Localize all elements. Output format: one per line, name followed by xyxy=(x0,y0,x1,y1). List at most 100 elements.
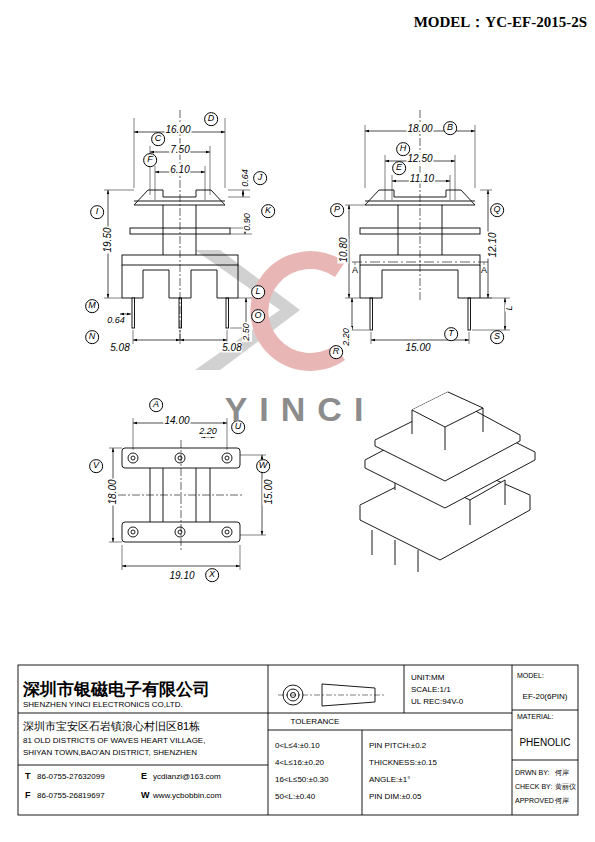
title-block-text: PIN PITCH:±0.2 xyxy=(368,742,427,751)
callout-letter: X xyxy=(205,568,219,582)
title-block-text: W xyxy=(140,791,151,801)
callout-letter: K xyxy=(261,204,275,218)
dimension-value: L xyxy=(505,304,515,311)
pin-hole xyxy=(128,527,138,537)
callout-letter: T xyxy=(444,327,458,341)
extension-line xyxy=(230,234,252,235)
extension-line xyxy=(109,542,122,543)
model-number: MODEL：YC-EF-2015-2S xyxy=(413,14,588,31)
title-block-text: 4<L≤16:±0.20 xyxy=(274,759,325,768)
dimension-value: 0.90 xyxy=(243,212,253,232)
watermark-logo xyxy=(195,250,345,371)
title-block-text: 深圳市银磁电子有限公司 xyxy=(22,681,211,700)
title-block-text: F xyxy=(24,791,32,801)
pin-holes xyxy=(128,453,232,537)
title-block-text: T xyxy=(24,772,32,782)
callout-letter: B xyxy=(443,121,457,135)
dimension-lines xyxy=(104,118,510,570)
extension-line xyxy=(228,197,250,198)
extension-line xyxy=(469,332,470,344)
callout-letter: S xyxy=(490,330,504,344)
dimension-value: 19.50 xyxy=(102,226,113,253)
title-block-text: PIN DIM:±0.05 xyxy=(368,793,422,802)
dimension-value: 2.20 xyxy=(198,427,218,437)
title-block-text: A xyxy=(480,266,488,276)
extension-line xyxy=(228,190,250,191)
bottom-view xyxy=(118,440,244,550)
pin-section xyxy=(225,456,229,460)
dimension-value: 5.08 xyxy=(109,342,130,353)
dimension-value: 19.10 xyxy=(168,570,195,581)
title-block-text: www.ycbobbin.com xyxy=(152,792,222,801)
dimension-value: 16.00 xyxy=(164,124,191,135)
pin-hole xyxy=(128,453,138,463)
front-view xyxy=(122,110,238,340)
callout-letter: P xyxy=(330,203,344,217)
dimension-value: 0.64 xyxy=(241,168,251,188)
dimension-value: 18.00 xyxy=(107,478,118,505)
pin-section xyxy=(178,456,182,460)
callout-letter: E xyxy=(392,161,406,175)
title-block xyxy=(18,665,578,815)
extension-line xyxy=(345,205,365,206)
extension-line xyxy=(240,535,266,536)
title-block-text: TOLERANCE xyxy=(290,718,341,727)
dimension-line xyxy=(120,314,131,315)
dimension-value: 10.80 xyxy=(338,236,349,263)
callout-letter: R xyxy=(329,345,343,359)
title-block-text: MATERIAL: xyxy=(516,713,554,721)
callout-letter: N xyxy=(85,330,99,344)
extension-line xyxy=(104,190,134,191)
title-block-text: A xyxy=(351,266,359,276)
dimension-value: 12.50 xyxy=(406,153,433,164)
extension-line xyxy=(134,118,135,188)
extension-line xyxy=(155,166,156,200)
title-block-text: UL REC:94V-0 xyxy=(410,698,464,707)
title-block-text: UNIT:MM xyxy=(410,674,445,683)
pin-section xyxy=(225,530,229,534)
iso-view xyxy=(360,392,535,572)
dimension-value: 6.10 xyxy=(169,164,190,175)
title-block-text: 16<L≤50:±0.30 xyxy=(274,776,330,785)
title-block-text: CHECK BY: xyxy=(514,783,553,791)
callout-letter: L xyxy=(251,285,265,299)
title-block-text: 81 OLD DISTRICTS OF WAVES HEART VILLAGE, xyxy=(22,737,206,746)
pin-section xyxy=(178,530,182,534)
dimension-value: 15.00 xyxy=(263,478,274,505)
extension-line xyxy=(210,146,211,195)
title-block-text: PHENOLIC xyxy=(518,737,571,748)
title-block-text: 86-0755-27632099 xyxy=(36,773,106,782)
callout-letter: D xyxy=(204,112,218,126)
dimension-value: 12.10 xyxy=(487,231,498,258)
section-line xyxy=(352,262,488,263)
extension-line xyxy=(480,298,510,299)
dimension-value: 14.00 xyxy=(163,415,190,426)
title-block-text: ycdianzi@163.com xyxy=(152,773,222,782)
title-block-text: ANGLE:±1° xyxy=(368,776,411,785)
title-block-text: 0<L≤4:±0.10 xyxy=(274,742,321,751)
extension-line xyxy=(109,448,122,449)
title-block-text: THICKNESS:±0.15 xyxy=(368,759,438,768)
dimension-line xyxy=(349,205,350,298)
callout-letter: C xyxy=(151,132,165,146)
extension-line xyxy=(484,262,485,265)
dimension-line xyxy=(133,340,180,341)
dimension-value: 5.08 xyxy=(221,342,242,353)
extension-line xyxy=(480,190,492,191)
extension-line xyxy=(238,298,252,299)
callout-letter: A xyxy=(149,398,163,412)
watermark: YINCI xyxy=(224,391,377,428)
extension-line xyxy=(240,455,266,456)
pin-hole xyxy=(175,453,185,463)
extension-line xyxy=(104,298,122,299)
title-block-text: 50<L:±0.40 xyxy=(274,793,316,802)
title-block-text: MODEL: xyxy=(516,672,545,680)
title-block-text: EF-20(6PIN) xyxy=(522,693,569,702)
title-block-text: E xyxy=(140,772,148,782)
extension-line xyxy=(385,155,386,200)
extension-line xyxy=(240,545,241,570)
title-block-text: SHENZHEN YINCI ELECTRONICS CO,LTD. xyxy=(22,701,184,710)
dimension-line xyxy=(122,566,240,567)
extension-line xyxy=(122,545,123,570)
